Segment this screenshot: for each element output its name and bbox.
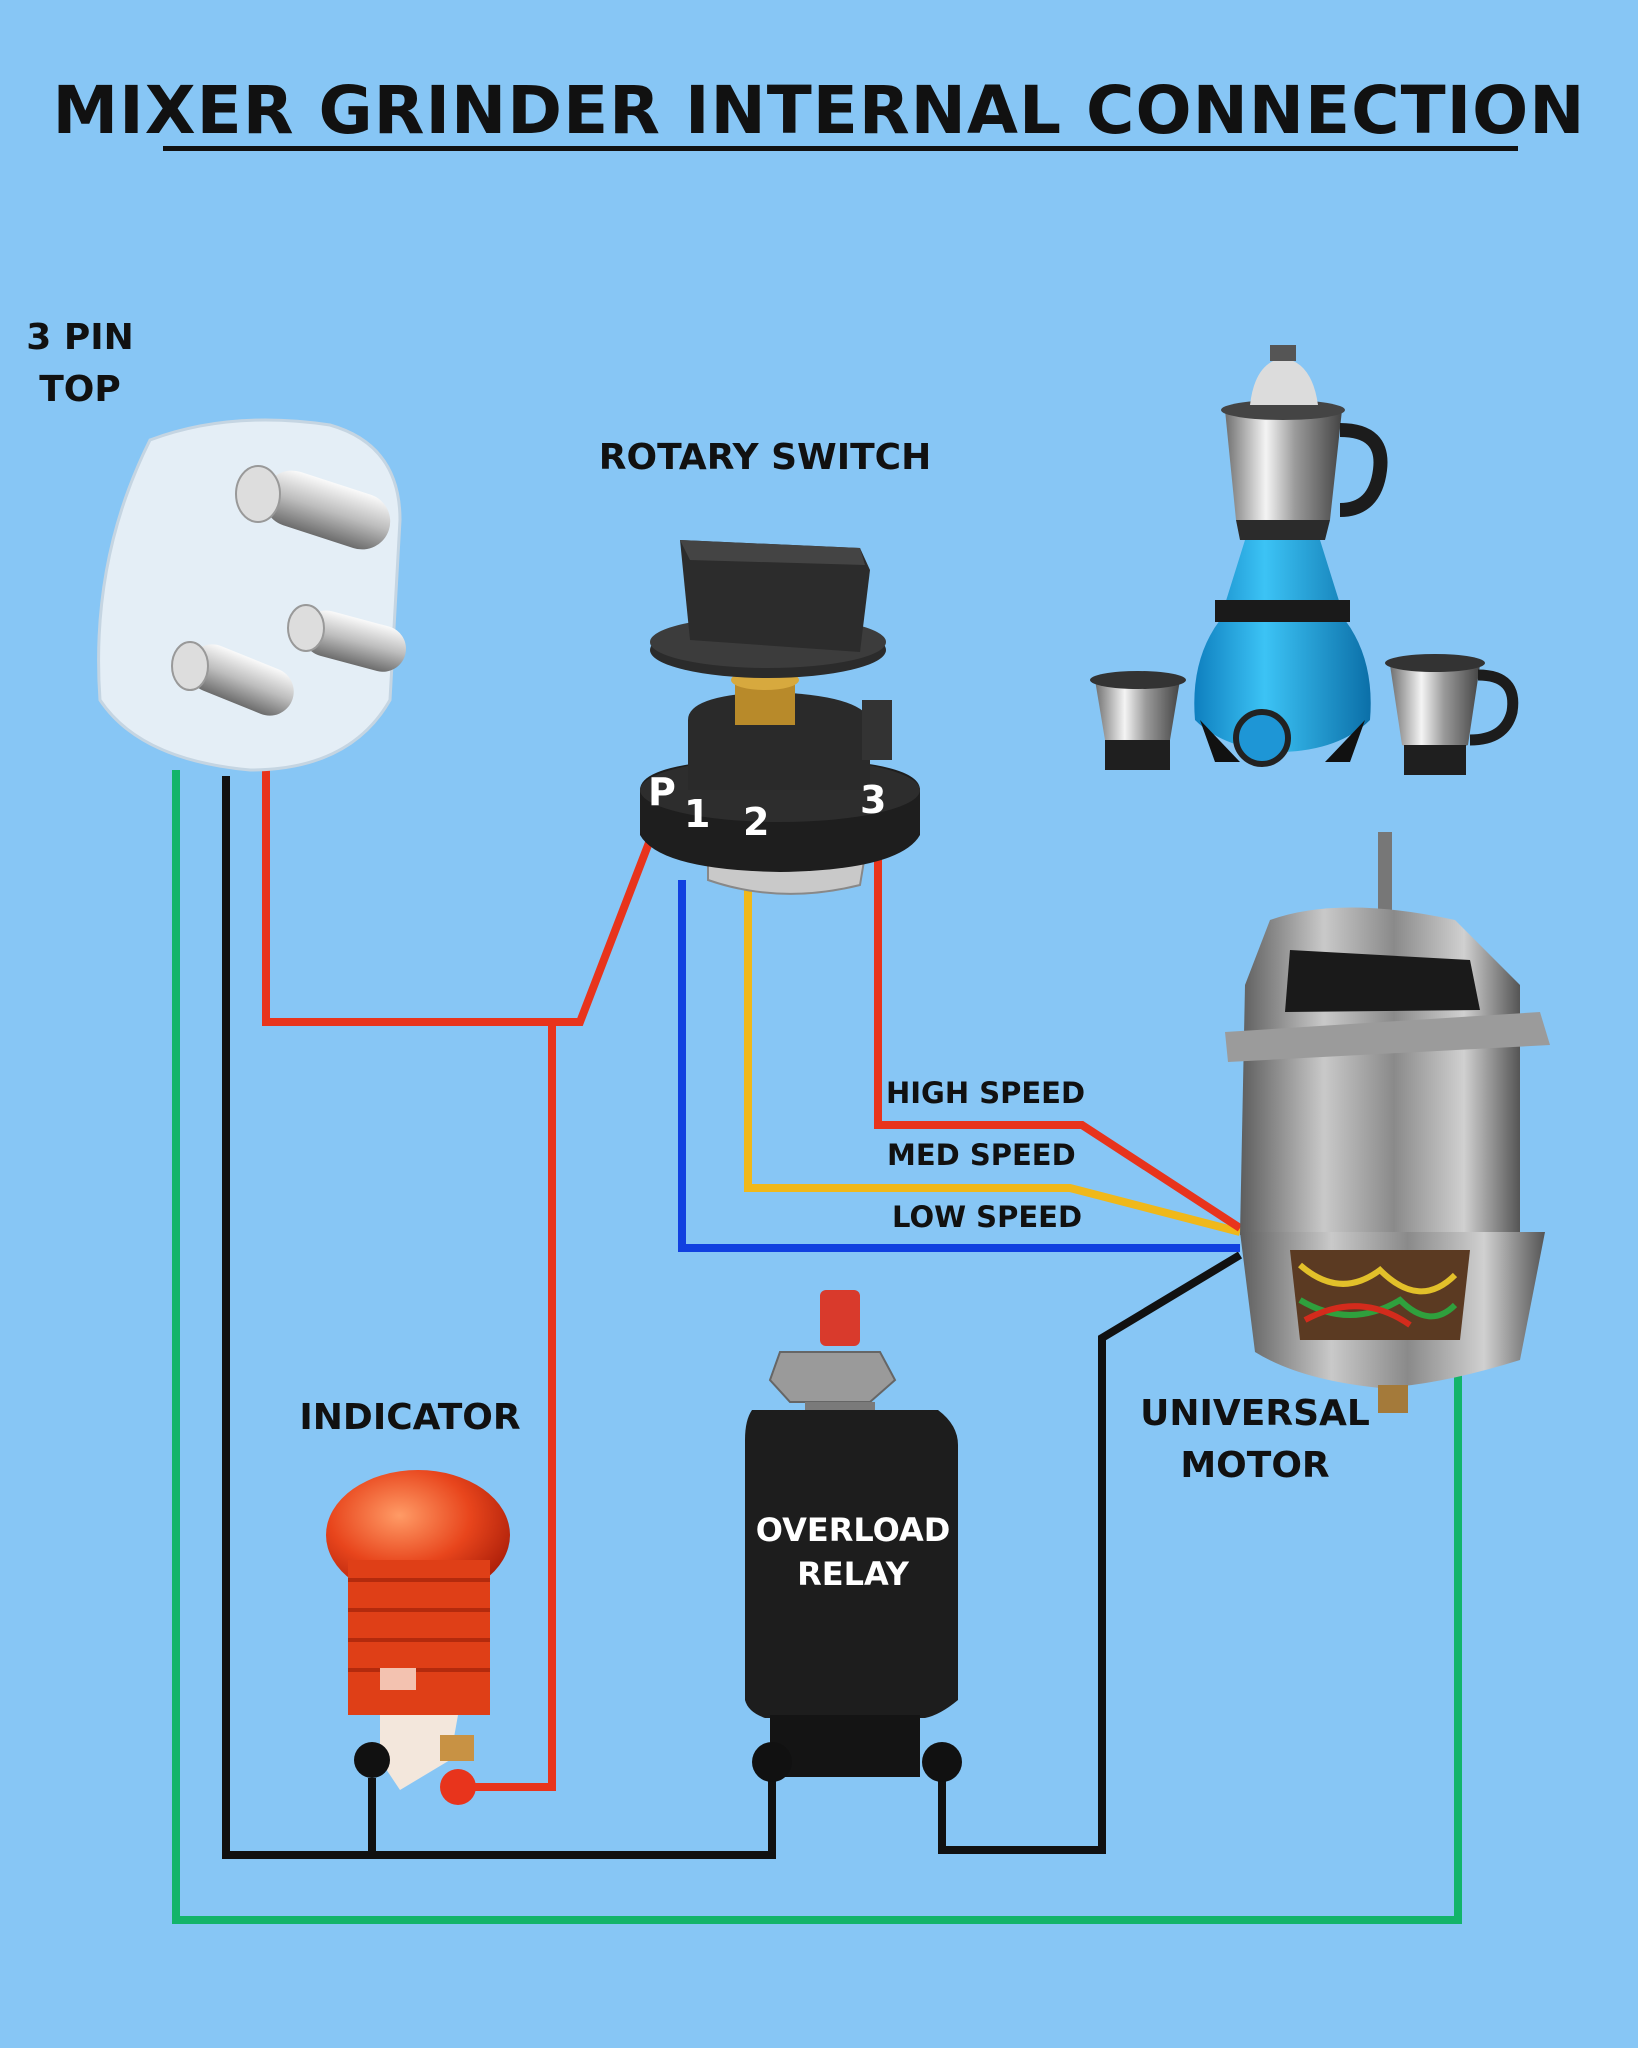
switch-terminal-3: 3 xyxy=(860,778,887,822)
switch-terminal-1: 1 xyxy=(684,792,711,836)
plug-pin-live xyxy=(287,604,406,672)
plug-label: 3 PIN TOP xyxy=(26,317,134,410)
switch-terminal-p: P xyxy=(648,770,676,814)
relay-terminal-left xyxy=(752,1742,792,1782)
rotary-switch-label: ROTARY SWITCH xyxy=(598,437,932,478)
mixer-grinder-image xyxy=(1090,345,1519,775)
universal-motor xyxy=(1225,832,1550,1413)
relay-terminal-right xyxy=(922,1742,962,1782)
plug-pin-neutral xyxy=(171,641,294,716)
switch-terminal-2: 2 xyxy=(743,800,770,844)
med-speed-wire xyxy=(744,890,1242,1236)
page-title: MIXER GRINDER INTERNAL CONNECTION xyxy=(52,72,1586,149)
rotary-switch xyxy=(640,540,920,895)
overload-relay-label: OVERLOAD RELAY xyxy=(755,1511,951,1593)
high-speed-wire xyxy=(874,855,1243,1232)
indicator-neutral-terminal xyxy=(354,1742,390,1778)
indicator-phase-terminal xyxy=(440,1769,476,1805)
phase-wire xyxy=(262,740,654,1791)
low-speed-label: LOW SPEED xyxy=(892,1200,1083,1234)
motor-label: UNIVERSAL MOTOR xyxy=(1140,1393,1370,1486)
high-speed-label: HIGH SPEED xyxy=(886,1076,1086,1110)
plug-pin-earth xyxy=(235,465,391,550)
neutral-wire xyxy=(222,776,1243,1859)
earth-wire xyxy=(172,770,1462,1924)
low-speed-wire xyxy=(678,880,1240,1252)
indicator-label: INDICATOR xyxy=(299,1397,521,1438)
overload-relay xyxy=(745,1290,958,1777)
med-speed-label: MED SPEED xyxy=(887,1138,1076,1172)
title-underline xyxy=(163,146,1518,151)
indicator-lamp xyxy=(326,1470,510,1790)
